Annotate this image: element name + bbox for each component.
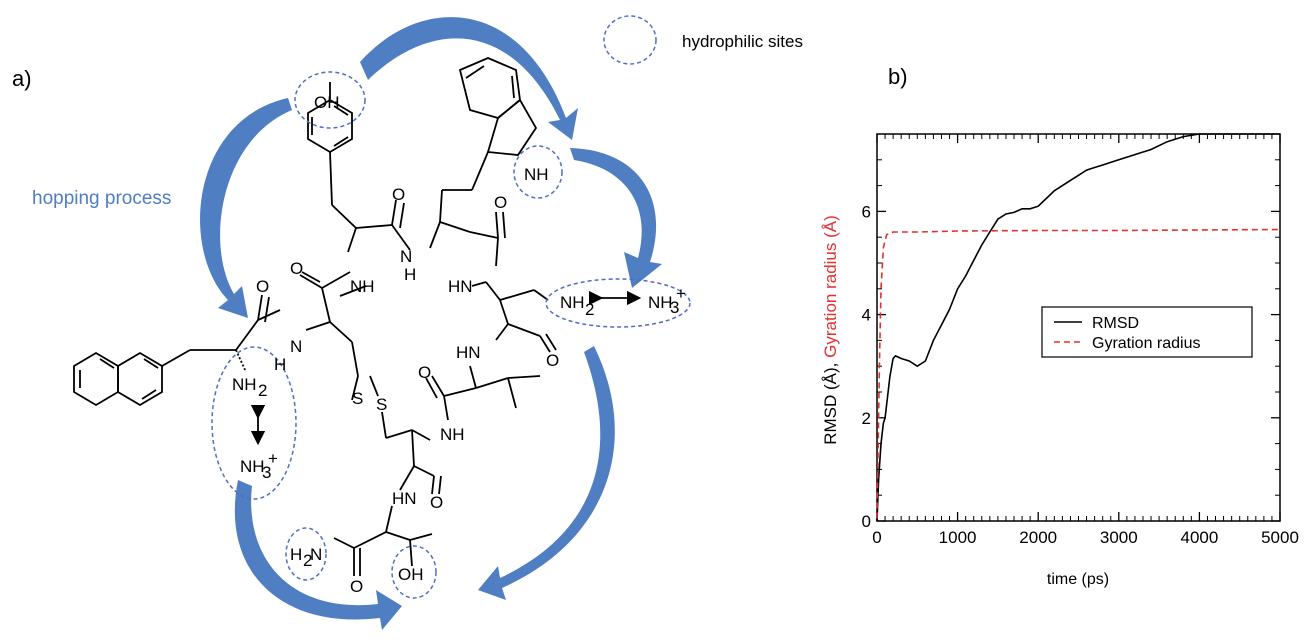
atom-nh3-n-sup: + (268, 449, 278, 468)
atom-labels: OH NH O O O O O O O O NH N H HN NH 2 NH … (232, 93, 686, 596)
site-oh-top (294, 71, 366, 129)
atom-o5: O (546, 351, 559, 370)
hop-arrow-top (360, 17, 578, 141)
site-nh-indole (513, 145, 563, 199)
atom-nh3-n: NH (240, 457, 265, 476)
hop-arrow-left (200, 98, 292, 318)
atom-nh2-side: NH (560, 293, 585, 312)
series-line-gyration (876, 228, 1281, 519)
series-line-rmsd (876, 133, 1280, 522)
chart-legend: RMSD Gyration radius (1041, 306, 1253, 358)
legend-box (1041, 306, 1253, 358)
site-n-terminal (211, 346, 297, 500)
atom-o1: O (256, 277, 269, 296)
atom-nh-f: NH (440, 425, 465, 444)
molecule-bonds (73, 57, 642, 576)
atom-nh2-n: NH (232, 375, 257, 394)
hop-arrow-lower-right (478, 346, 615, 600)
atom-o8: O (350, 577, 363, 596)
y-tick-label: 2 (862, 409, 871, 428)
atom-h2n-sub: 2 (303, 551, 312, 570)
legend-label-rmsd: RMSD (1092, 315, 1139, 332)
panel-b-label: b) (888, 64, 908, 89)
atom-h2n-n: N (310, 545, 322, 564)
atom-oh-top: OH (314, 93, 340, 112)
y-tick-label: 4 (862, 306, 871, 325)
atom-o6: O (418, 363, 431, 382)
x-tick-label: 0 (872, 528, 881, 547)
atom-h-d: H (274, 355, 286, 374)
x-tick-label: 3000 (1100, 528, 1138, 547)
x-tick-label: 2000 (1019, 528, 1057, 547)
atom-nh-indole: NH (524, 165, 549, 184)
atom-s2: S (376, 395, 387, 414)
legend-hydrophilic-text: hydrophilic sites (682, 32, 803, 51)
site-h2n (285, 527, 327, 581)
axis-ticks (876, 134, 1281, 522)
y-tick-label: 6 (862, 202, 871, 221)
molecule-scheme: a) hydrophilic sites hopping process (12, 15, 803, 630)
x-tick-label: 4000 (1180, 528, 1218, 547)
atom-o2: O (290, 259, 303, 278)
atom-h2n-h: H (290, 545, 302, 564)
panel-a-label: a) (12, 66, 32, 91)
hopping-process-label: hopping process (32, 188, 171, 209)
y-axis-label-rmsd: RMSD (Å), (821, 358, 840, 445)
legend-label-gyration: Gyration radius (1092, 335, 1201, 352)
y-axis-label: RMSD (Å), Gyration radius (Å) (821, 215, 840, 445)
axis-tick-labels: 0 1000 2000 3000 4000 5000 0 2 4 6 (862, 202, 1299, 547)
atom-nh2-side-sub: 2 (585, 300, 594, 319)
atom-nh3-side-sub: 3 (670, 298, 679, 317)
hydrophilic-site-circles (211, 71, 691, 599)
atom-oh-bottom: OH (398, 565, 424, 584)
atom-o7: O (430, 493, 443, 512)
atom-nh3-side-sup: + (676, 284, 686, 303)
atom-nh3-n-sub: 3 (262, 463, 271, 482)
x-tick-label: 5000 (1261, 528, 1299, 547)
atom-n-b: N (400, 247, 412, 266)
x-axis-label: time (ps) (1047, 571, 1109, 588)
site-oh-bottom (391, 545, 437, 599)
atom-n-d: N (290, 337, 302, 356)
hop-arrow-bottom (234, 480, 402, 630)
atom-hn-g: HN (392, 489, 417, 508)
atom-nh-a: NH (350, 277, 375, 296)
legend-hydrophilic-circle (603, 15, 657, 65)
y-axis-label-gyration: Gyration radius (Å) (821, 215, 840, 358)
x-tick-label: 1000 (939, 528, 977, 547)
atom-hn-c: HN (448, 277, 473, 296)
y-tick-label: 0 (862, 512, 871, 531)
atom-o4: O (494, 193, 507, 212)
hopping-arrows (200, 17, 662, 630)
atom-nh3-side: NH (648, 293, 673, 312)
site-nh2-side (545, 278, 691, 328)
atom-nh2-n-sub: 2 (258, 381, 267, 400)
atom-o3: O (392, 185, 405, 204)
hop-arrow-right (570, 148, 662, 288)
atom-hn-e: HN (456, 343, 481, 362)
atom-h-b: H (404, 265, 416, 284)
atom-s1: S (352, 389, 363, 408)
